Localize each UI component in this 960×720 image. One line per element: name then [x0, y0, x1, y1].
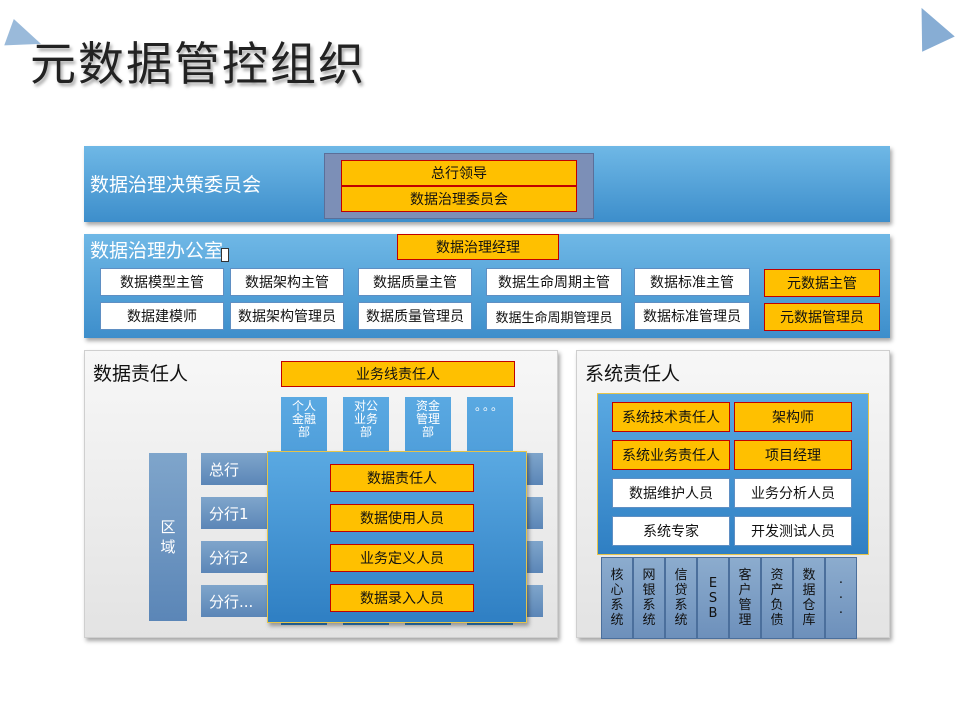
department-label: 对公 业务 部	[353, 399, 378, 439]
data-role-box[interactable]: 数据使用人员	[330, 504, 474, 532]
system-label: 数 据 仓 库	[802, 568, 816, 628]
system-column: 核 心 系 统	[601, 557, 633, 639]
data-role-box[interactable]: 数据责任人	[330, 464, 474, 492]
data-role-box[interactable]: 业务定义人员	[330, 544, 474, 572]
department-label: 资金 管理 部	[415, 399, 440, 439]
data-owner-panel: 数据责任人 业务线责任人 个人 金融 部 对公 业务 部 资金 管理 部 。。。…	[84, 350, 558, 638]
office-role-box[interactable]: 数据架构主管	[230, 268, 344, 296]
system-label: E S B	[708, 575, 718, 621]
office-role-box-highlight[interactable]: 元数据管理员	[764, 303, 880, 331]
office-role-box[interactable]: 数据标准管理员	[634, 302, 750, 330]
office-manager-box[interactable]: 数据治理经理	[397, 234, 559, 260]
system-label: 核 心 系 统	[610, 568, 624, 628]
region-text: 区 域	[160, 518, 176, 556]
system-role-box[interactable]: 系统专家	[612, 516, 730, 546]
data-roles-overlay: 数据责任人 数据使用人员 业务定义人员 数据录入人员	[267, 451, 527, 623]
system-owner-panel: 系统责任人 系统技术责任人 架构师 系统业务责任人 项目经理 数据维护人员 业务…	[576, 350, 890, 639]
system-role-box[interactable]: 项目经理	[734, 440, 852, 470]
department-label: 个人 金融 部	[291, 399, 316, 439]
office-role-box[interactable]: 数据建模师	[100, 302, 224, 330]
page-title: 元数据管控组织	[30, 37, 366, 91]
system-role-box[interactable]: 开发测试人员	[734, 516, 852, 546]
system-column: 资 产 负 债	[761, 557, 793, 639]
system-role-box[interactable]: 业务分析人员	[734, 478, 852, 508]
office-role-box[interactable]: 数据生命周期管理员	[486, 302, 622, 330]
data-owner-title: 数据责任人	[93, 363, 189, 385]
system-label: 网 银 系 统	[642, 568, 656, 628]
office-role-box[interactable]: 数据质量主管	[358, 268, 472, 296]
system-label: 客 户 管 理	[738, 568, 752, 628]
committee-label: 数据治理决策委员会	[90, 174, 262, 196]
committee-band: 数据治理决策委员会 总行领导 数据治理委员会	[84, 146, 890, 222]
system-role-box[interactable]: 系统业务责任人	[612, 440, 730, 470]
system-roles-panel: 系统技术责任人 架构师 系统业务责任人 项目经理 数据维护人员 业务分析人员 系…	[597, 393, 869, 555]
office-band: 数据治理办公室 数据治理经理 数据模型主管 数据架构主管 数据质量主管 数据生命…	[84, 234, 890, 338]
office-role-box[interactable]: 数据标准主管	[634, 268, 750, 296]
system-label: 信 贷 系 统	[674, 568, 688, 628]
region-label: 区 域	[149, 453, 187, 621]
system-label: 资 产 负 债	[770, 568, 784, 628]
system-role-box[interactable]: 数据维护人员	[612, 478, 730, 508]
system-column: 信 贷 系 统	[665, 557, 697, 639]
office-role-box[interactable]: 数据生命周期主管	[486, 268, 622, 296]
office-role-box-highlight[interactable]: 元数据主管	[764, 269, 880, 297]
system-role-box[interactable]: 架构师	[734, 402, 852, 432]
cursor-icon	[221, 248, 229, 262]
system-column: 网 银 系 统	[633, 557, 665, 639]
system-role-box[interactable]: 系统技术责任人	[612, 402, 730, 432]
system-column: 客 户 管 理	[729, 557, 761, 639]
system-label: · · ·	[838, 575, 844, 621]
office-role-box[interactable]: 数据架构管理员	[230, 302, 344, 330]
business-line-box[interactable]: 业务线责任人	[281, 361, 515, 387]
office-role-box[interactable]: 数据模型主管	[100, 268, 224, 296]
committee-box-council[interactable]: 数据治理委员会	[341, 186, 577, 212]
committee-box-leader[interactable]: 总行领导	[341, 160, 577, 186]
system-column: 数 据 仓 库	[793, 557, 825, 639]
office-label: 数据治理办公室	[90, 240, 224, 262]
department-label: 。。。	[474, 399, 505, 413]
data-role-box[interactable]: 数据录入人员	[330, 584, 474, 612]
decor-triangle-right	[905, 0, 955, 52]
system-column: · · ·	[825, 557, 857, 639]
system-column: E S B	[697, 557, 729, 639]
office-role-box[interactable]: 数据质量管理员	[358, 302, 472, 330]
committee-inner-panel: 总行领导 数据治理委员会	[324, 153, 594, 219]
system-owner-title: 系统责任人	[585, 363, 681, 385]
